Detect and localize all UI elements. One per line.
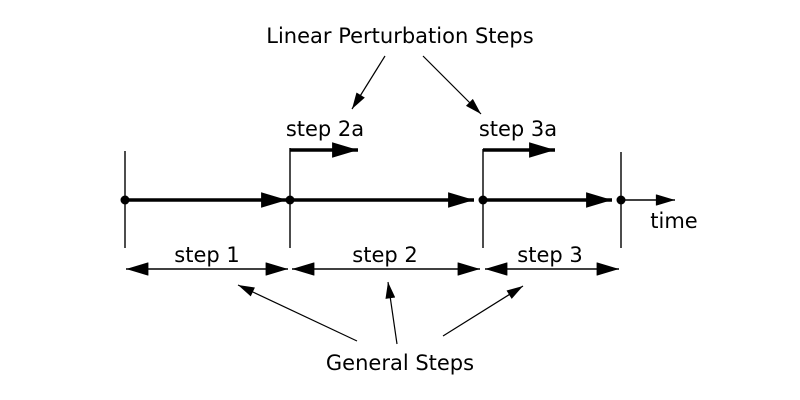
- step-3a-label: step 3a: [479, 117, 557, 141]
- timeline-node-3: [478, 195, 488, 205]
- caption-annotation-arrow-step1: [237, 284, 358, 342]
- caption-annotation-arrow-step2: [385, 281, 398, 345]
- step-1-label: step 1: [174, 243, 239, 267]
- step-2a-label: step 2a: [286, 117, 364, 141]
- caption-annotation-arrow-step3: [442, 285, 524, 337]
- step-3-label: step 3: [517, 243, 582, 267]
- timeline-node-4: [616, 195, 626, 205]
- time-axis-label: time: [650, 209, 697, 233]
- diagram-title: Linear Perturbation Steps: [266, 24, 533, 48]
- title-annotation-arrow-step2a: [351, 55, 386, 110]
- timeline-node-2: [285, 195, 295, 205]
- timeline-node-1: [120, 195, 130, 205]
- title-annotation-arrow-step3a: [422, 55, 482, 115]
- general-steps-caption: General Steps: [326, 351, 474, 375]
- step-2-label: step 2: [352, 243, 417, 267]
